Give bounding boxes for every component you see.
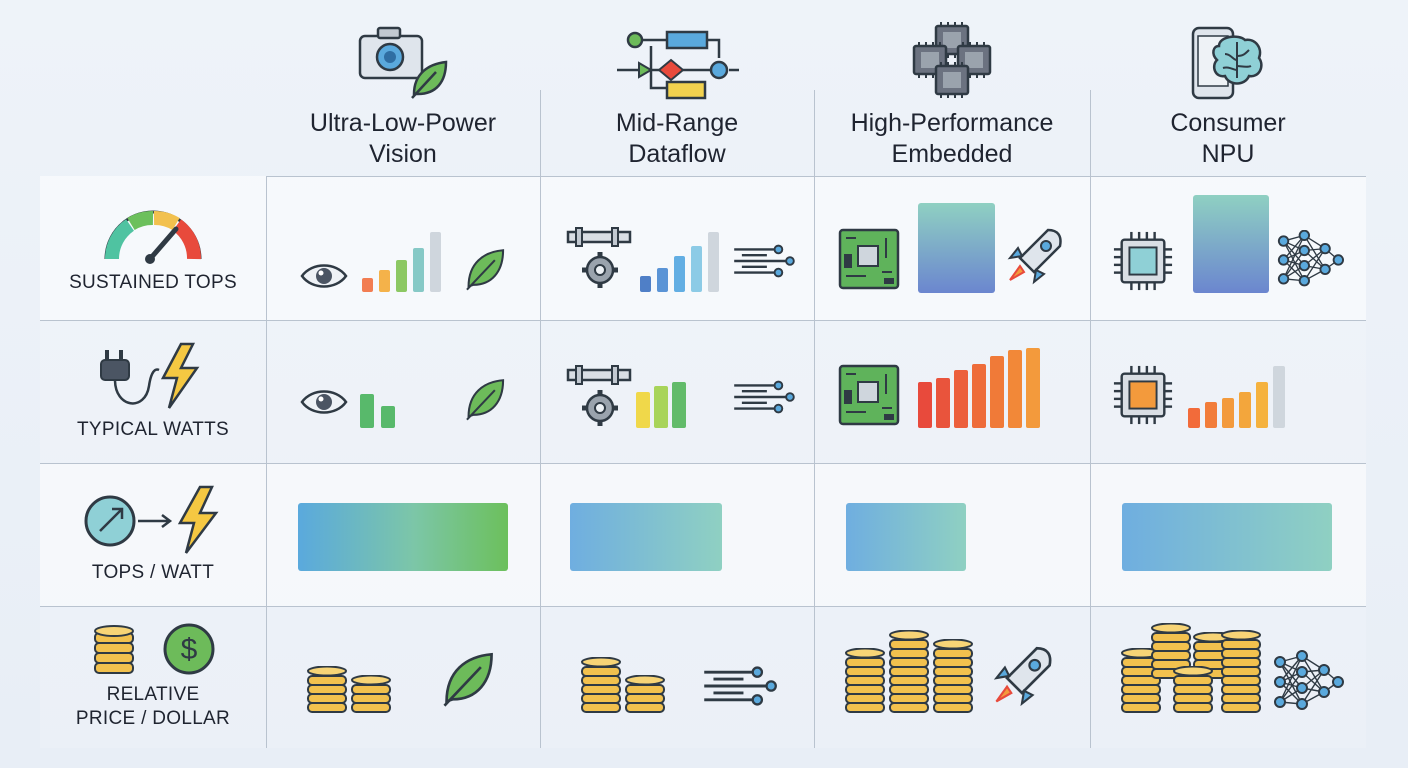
watts-bar — [990, 356, 1004, 428]
tops-per-watt-bar-mid — [570, 503, 722, 571]
watts-bar — [954, 370, 968, 428]
eye-icon — [300, 390, 348, 414]
tops-bar — [396, 260, 407, 292]
airflow-icon — [704, 666, 777, 706]
phone-brain-icon — [1191, 26, 1263, 100]
tops-bar — [413, 248, 424, 292]
coin-stack-icon — [307, 666, 347, 713]
camera-leaf-icon — [358, 26, 448, 99]
watts-bar — [918, 382, 932, 428]
grid-line-horizontal — [40, 463, 1366, 464]
tops-block — [1193, 195, 1269, 293]
watts-bar — [1008, 350, 1022, 428]
gear-pipe-icon — [566, 227, 632, 288]
coin-stack-icon — [933, 639, 973, 713]
processor-chip-icon — [1113, 231, 1173, 291]
coins-dollar-icon: $ — [94, 623, 215, 675]
watts-bar — [381, 406, 395, 428]
tops-per-watt-bar-npu — [1122, 503, 1332, 571]
coin-stack-icon — [351, 675, 391, 713]
coin-stack-icon — [1173, 666, 1213, 713]
watts-bar — [672, 382, 686, 428]
row-label: TYPICAL WATTS — [76, 418, 230, 440]
processor-chip-icon — [1113, 365, 1173, 425]
rocket-icon — [1007, 228, 1062, 285]
column-header-npu: Consumer NPU — [1090, 20, 1366, 170]
tops-bar — [708, 232, 719, 292]
watts-bar — [972, 364, 986, 428]
row-label: SUSTAINED TOPS — [69, 272, 237, 293]
coin-stack-icon — [1121, 648, 1161, 713]
gauge-icon — [104, 210, 202, 264]
plug-lightning-icon — [100, 342, 200, 409]
row-header-tpw: TOPS / WATT — [40, 463, 266, 606]
column-header-ulp: Ultra-Low-Power Vision — [266, 20, 540, 170]
chip-cluster-icon — [912, 22, 992, 98]
dataflow-diagram-icon — [617, 30, 739, 100]
watts-bar — [936, 378, 950, 428]
coin-stack-icon — [845, 648, 885, 713]
grid-line-horizontal — [40, 320, 1366, 321]
watts-bar — [1273, 366, 1285, 428]
tops-per-watt-bar-hpe — [846, 503, 966, 571]
tops-bar — [657, 268, 668, 292]
watts-bar — [1222, 398, 1234, 428]
column-title: High-Performance Embedded — [850, 109, 1054, 168]
column-header-mid: Mid-Range Dataflow — [540, 20, 814, 170]
circuit-board-icon — [838, 364, 900, 426]
neural-network-icon — [1277, 230, 1344, 287]
column-title: Mid-Range Dataflow — [615, 109, 739, 168]
watts-bar — [654, 386, 668, 428]
gear-pipe-icon — [566, 365, 632, 426]
coin-stack-icon — [889, 630, 929, 713]
airflow-icon — [734, 380, 795, 414]
tops-bar — [691, 246, 702, 292]
leaf-icon — [466, 379, 505, 421]
column-title: Consumer NPU — [1170, 109, 1286, 168]
watts-bar — [636, 392, 650, 428]
circuit-board-icon — [838, 228, 900, 290]
column-title: Ultra-Low-Power Vision — [309, 109, 497, 168]
watts-bar — [1239, 392, 1251, 428]
arrow-to-lightning-icon — [84, 485, 219, 554]
neural-network-icon — [1274, 650, 1344, 710]
coin-stack-icon — [581, 657, 621, 713]
coin-stack-icon — [1221, 630, 1261, 713]
grid-line-horizontal — [266, 176, 1366, 177]
tops-bar — [379, 270, 390, 292]
eye-icon — [300, 264, 348, 288]
row-label: RELATIVE PRICE / DOLLAR — [75, 684, 231, 729]
column-header-hpe: High-Performance Embedded — [814, 20, 1090, 170]
grid-line-vertical — [814, 90, 815, 748]
grid-line-horizontal — [40, 606, 1366, 607]
watts-bar — [1256, 382, 1268, 428]
watts-bar — [1026, 348, 1040, 428]
row-label: TOPS / WATT — [91, 561, 215, 583]
tops-bar — [640, 276, 651, 292]
tops-per-watt-bar-ulp — [298, 503, 508, 571]
watts-bar — [360, 394, 374, 428]
row-header-price: $ RELATIVE PRICE / DOLLAR — [40, 606, 266, 748]
row-header-tops: SUSTAINED TOPS — [40, 176, 266, 320]
leaf-icon — [443, 652, 493, 707]
grid-line-vertical — [1090, 90, 1091, 748]
grid-line-vertical — [540, 90, 541, 748]
svg-text:$: $ — [181, 633, 198, 666]
rocket-icon — [993, 646, 1052, 707]
tops-block — [918, 203, 995, 293]
watts-bar — [1205, 402, 1217, 428]
row-header-watts: TYPICAL WATTS — [40, 320, 266, 463]
grid-line-vertical — [266, 176, 267, 748]
tops-bar — [674, 256, 685, 292]
coin-stack-icon — [625, 675, 665, 713]
tops-bar — [430, 232, 441, 292]
leaf-icon — [466, 249, 505, 291]
airflow-icon — [734, 244, 795, 278]
watts-bar — [1188, 408, 1200, 428]
tops-bar — [362, 278, 373, 292]
